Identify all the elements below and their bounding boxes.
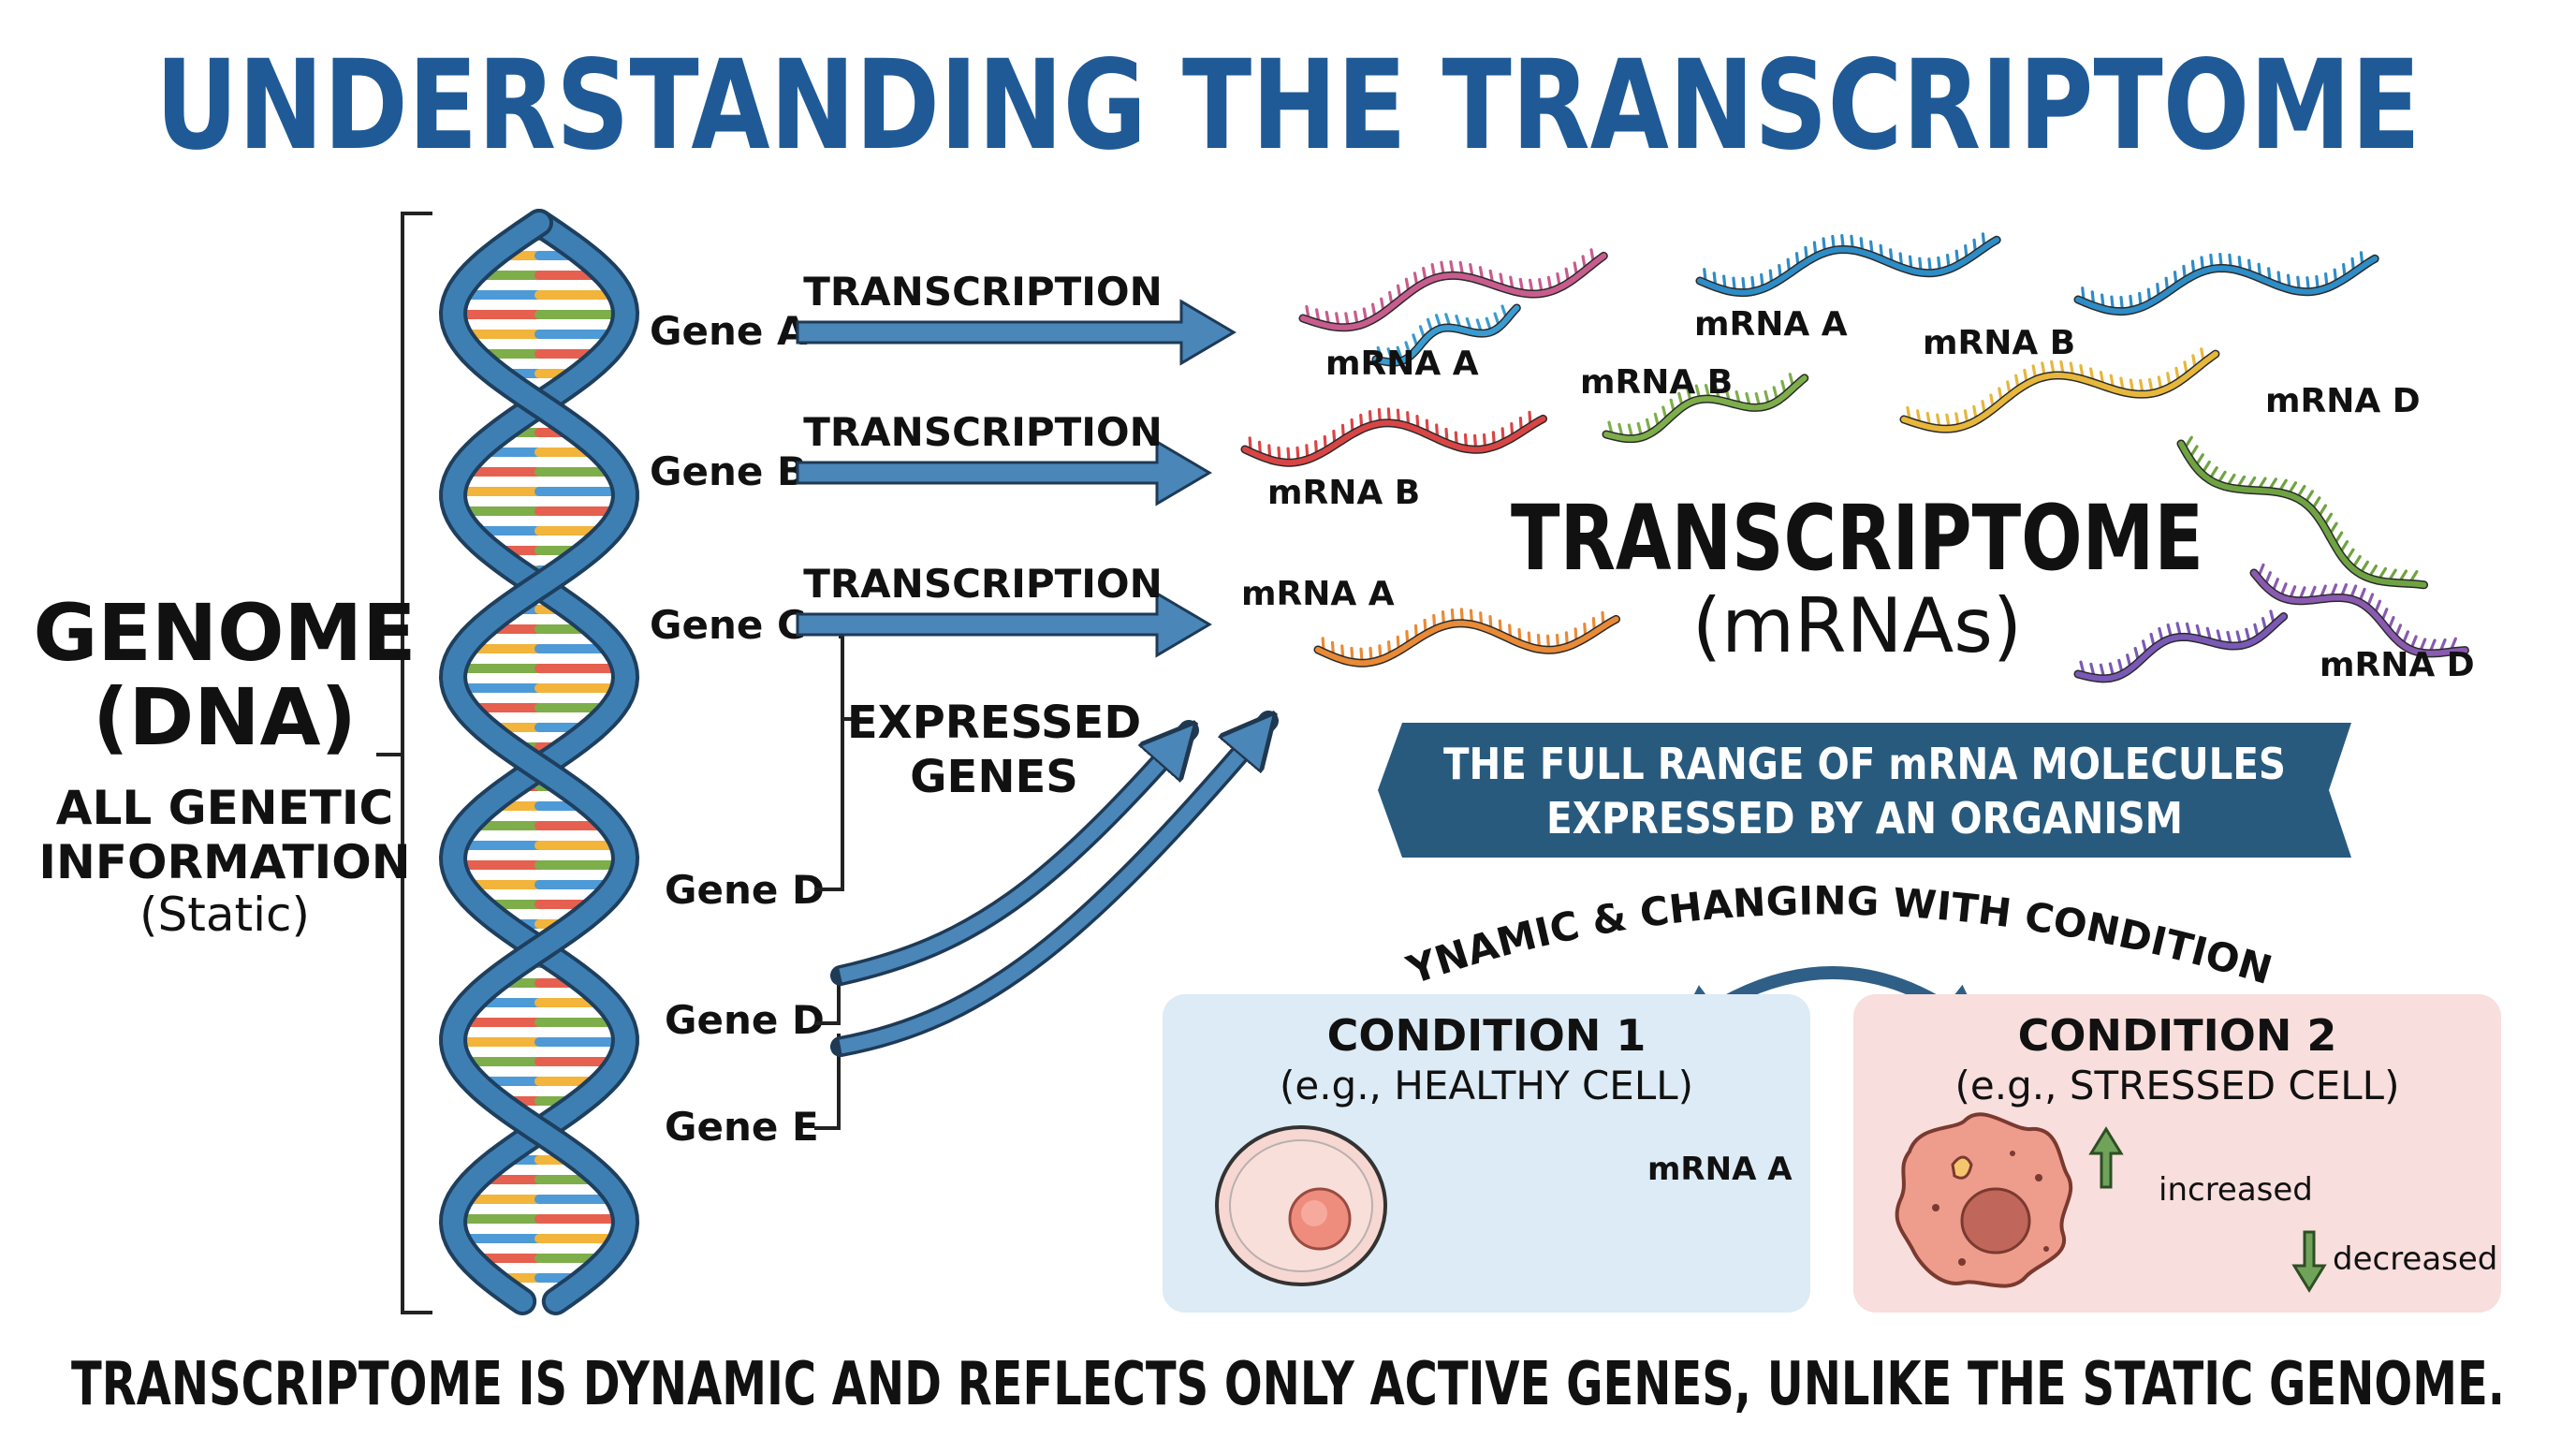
mrna-strand <box>1371 303 1521 367</box>
mrna-label-b2: mRNA B <box>1580 363 1733 402</box>
mrna-backbone <box>1373 304 1520 366</box>
mrna-strand <box>1899 347 2220 433</box>
mrna-label-b3: mRNA B <box>1923 324 2075 362</box>
mrna-backbone <box>1901 351 2218 433</box>
mrna-strand <box>2073 609 2289 683</box>
genome-desc-line1: ALL GENETIC <box>56 781 393 835</box>
transcription-arrows <box>796 299 1268 1057</box>
gene-label-c: Gene C <box>650 602 806 648</box>
banner-line2: EXPRESSED BY AN ORGANISM <box>1546 793 2183 844</box>
genome-label: GENOME (DNA) ALL GENETIC INFORMATION (St… <box>33 587 416 942</box>
transcription-arrow-a <box>796 299 1237 366</box>
banner-line1: THE FULL RANGE OF mRNA MOLECULES <box>1443 739 2286 789</box>
mrna-backbone <box>1697 237 2000 296</box>
transcriptome-subtitle: (mRNAs) <box>1692 582 2022 669</box>
mrna-backbone <box>1242 416 1546 466</box>
mrna-strand <box>2249 563 2469 658</box>
genome-title: GENOME <box>33 587 416 679</box>
expressed-arrow-d <box>830 730 1189 986</box>
gene-label-e: Gene E <box>665 1104 819 1150</box>
condition-1-panel: CONDITION 1 (e.g., HEALTHY CELL) mRNA A <box>1163 994 1810 1313</box>
mrna-strand <box>1313 608 1621 668</box>
footer-statement: TRANSCRIPTOME IS DYNAMIC AND REFLECTS ON… <box>71 1350 2505 1419</box>
transcription-arrow-b <box>796 439 1212 506</box>
mrna-backbone <box>2251 570 2468 656</box>
condition-1-title: CONDITION 1 <box>1327 1010 1647 1061</box>
gene-label-d1: Gene D <box>665 867 825 913</box>
mrna-label-d1: mRNA D <box>2265 382 2421 420</box>
condition-2-panel: CONDITION 2 (e.g., STRESSED CELL) increa… <box>1853 994 2501 1313</box>
mrna-backbone <box>1300 253 1607 330</box>
increased-label: increased <box>2159 1171 2313 1209</box>
expressed-genes-line1: EXPRESSED <box>847 697 1141 749</box>
transcriptome-title: TRANSCRIPTOME <box>1511 486 2203 591</box>
stressed-cell-icon <box>1895 1112 2073 1288</box>
mrna-strand <box>1602 373 1809 444</box>
decreased-label: decreased <box>2333 1240 2497 1278</box>
healthy-cell-icon <box>1215 1125 1387 1286</box>
mrna-backbone <box>1603 374 1808 442</box>
gene-connectors <box>814 635 859 1130</box>
genome-subtitle: (DNA) <box>93 671 357 763</box>
mrna-label-d2: mRNA D <box>2320 646 2475 684</box>
condition-1-mrna-label: mRNA A <box>1647 1151 1793 1188</box>
dna-backbone <box>442 213 637 1312</box>
transcription-arrow-c <box>796 591 1212 658</box>
expressed-arrow-e <box>830 721 1268 1057</box>
mrna-strand <box>1240 407 1548 467</box>
mrna-label-a3: mRNA A <box>1694 305 1848 344</box>
condition-2-title: CONDITION 2 <box>2018 1010 2337 1061</box>
mrna-backbone <box>2178 441 2427 588</box>
transcription-label-c: TRANSCRIPTION <box>803 561 1163 607</box>
mrna-strand <box>2176 435 2429 590</box>
gene-label-b: Gene B <box>650 448 807 494</box>
genome-desc-line2: INFORMATION <box>38 835 410 889</box>
mrna-strand <box>2073 251 2379 316</box>
transcription-label-a: TRANSCRIPTION <box>803 269 1163 315</box>
genome-desc-line3: (Static) <box>139 888 310 942</box>
gene-label-a: Gene A <box>650 308 808 354</box>
mrna-backbone <box>2075 613 2287 682</box>
mrna-backbone-outline <box>2073 612 2289 683</box>
mrna-backbone <box>2075 256 2378 315</box>
mrna-label-a1: mRNA A <box>1325 345 1479 383</box>
mrna-label-a2: mRNA A <box>1241 575 1395 613</box>
increased-arrow-icon <box>2088 1126 2124 1189</box>
gene-label-d2: Gene D <box>665 997 825 1043</box>
condition-1-subtitle: (e.g., HEALTHY CELL) <box>1280 1063 1693 1108</box>
mrna-strand <box>1298 248 1608 332</box>
expressed-genes-line2: GENES <box>910 751 1078 803</box>
genome-bracket <box>376 212 432 1314</box>
transcription-label-b: TRANSCRIPTION <box>803 409 1163 455</box>
dna-helix <box>438 209 640 1315</box>
mrna-label-b1: mRNA B <box>1267 474 1420 512</box>
mrna-strand <box>1695 232 2001 298</box>
mrna-backbone <box>1315 616 1619 667</box>
decreased-arrow-icon <box>2291 1230 2327 1293</box>
page-title: UNDERSTANDING THE TRANSCRIPTOME <box>155 34 2421 178</box>
condition-2-subtitle: (e.g., STRESSED CELL) <box>1955 1063 2400 1108</box>
definition-banner: THE FULL RANGE OF mRNA MOLECULES EXPRESS… <box>1378 723 2351 858</box>
